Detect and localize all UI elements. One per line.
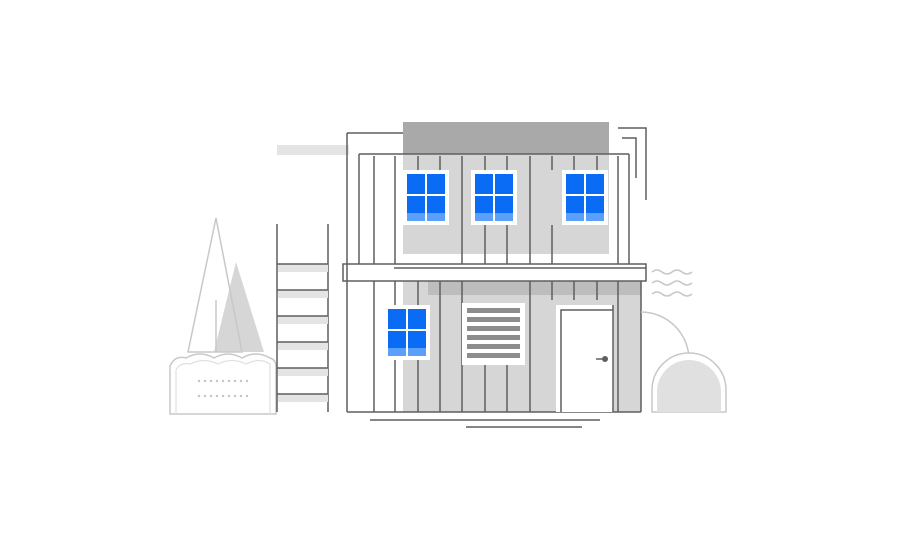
stairs-icon <box>276 224 329 412</box>
vent-icon <box>462 303 525 365</box>
door-icon <box>556 305 614 412</box>
bush-icon <box>169 353 277 415</box>
door-knob-icon <box>596 356 608 362</box>
wall-boards <box>373 156 619 412</box>
tree-icon <box>187 217 264 353</box>
ground-lines <box>370 419 600 428</box>
window-icon <box>403 170 449 225</box>
window-icon <box>471 170 517 225</box>
wind-icon <box>651 269 693 297</box>
arch-icon <box>640 311 727 413</box>
window-icon <box>562 170 608 225</box>
house-frame <box>342 127 647 413</box>
cloud-bar <box>277 145 349 155</box>
window-icon <box>384 305 430 360</box>
